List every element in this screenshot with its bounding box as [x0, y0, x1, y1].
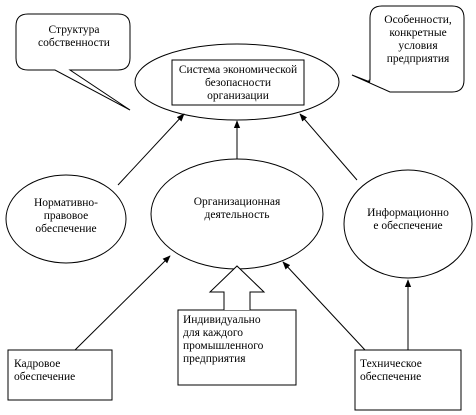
callout-left-text: Структура собственности: [38, 24, 110, 49]
center-box-text: Система экономической безопасности орган…: [178, 64, 298, 102]
arrow-left-to-top: [117, 113, 185, 186]
ellipse-left-text: Нормативно- правовое обеспечение: [34, 197, 98, 235]
callout-right-shape: [351, 5, 465, 93]
box-personnel-frame: [7, 349, 113, 401]
box-individual-frame: [177, 309, 297, 386]
center-box-frame: [171, 59, 305, 106]
arrow-right-to-top: [299, 113, 358, 181]
ellipse-center-text: Организационная деятельность: [193, 196, 281, 221]
ellipse-right-shape: [343, 169, 473, 279]
arrow-technical-to-center: [282, 261, 366, 351]
ellipse-left-shape: [5, 174, 127, 264]
block-arrow-up: [208, 265, 266, 310]
box-personnel-text: Кадровое обеспечение: [14, 358, 76, 383]
box-individual-text: Индивидуально для каждого промышленного …: [183, 314, 264, 365]
callout-right-text: Особенности, конкретные условия предприя…: [384, 14, 452, 65]
ellipse-right-text: Информационно е обеспечение: [367, 207, 449, 232]
callout-left-shape: [15, 13, 131, 111]
arrow-personnel-to-center: [74, 255, 171, 351]
box-technical-text: Техническое обеспечение: [360, 358, 422, 383]
